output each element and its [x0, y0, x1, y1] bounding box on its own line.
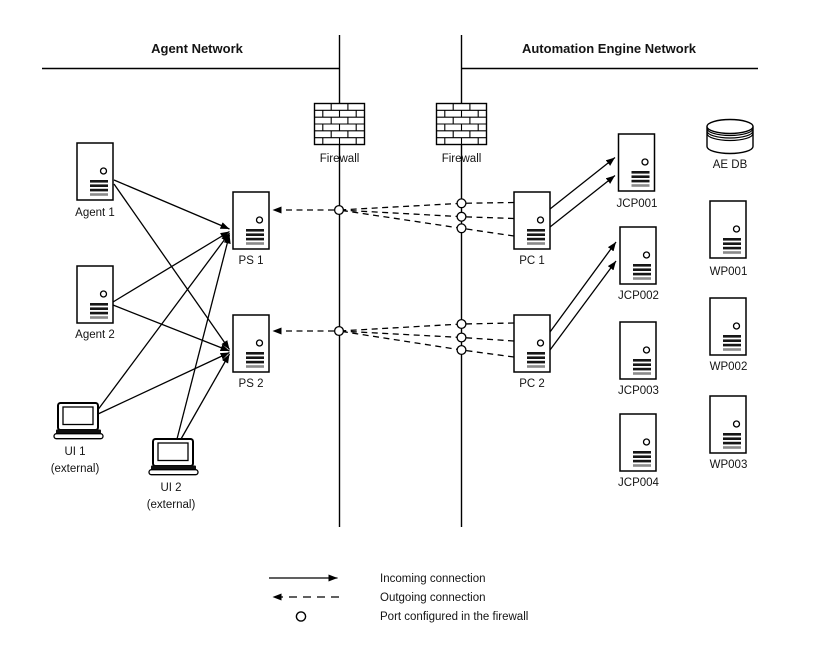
fw2-port-icon — [456, 318, 467, 330]
node-wp003: WP003 — [709, 395, 748, 471]
database-icon-disks — [706, 128, 754, 142]
node-wp003-label: WP003 — [710, 459, 748, 471]
firewall-2-label: Firewall — [442, 153, 482, 165]
fw2-port-icon — [456, 198, 467, 209]
server-icon — [709, 395, 747, 454]
legend-outgoing-label: Outgoing connection — [380, 592, 486, 604]
node-ps1-label: PS 1 — [239, 255, 264, 267]
node-ui2-label: UI 2 — [160, 482, 181, 494]
server-icon — [619, 413, 657, 472]
fw2-port-icon — [456, 211, 467, 222]
node-agent2-label: Agent 2 — [75, 329, 115, 341]
node-pc1-label: PC 1 — [519, 255, 545, 267]
node-agent1-label: Agent 1 — [75, 207, 115, 219]
edge-agent2-ps1 — [112, 230, 230, 303]
node-wp002-label: WP002 — [710, 361, 748, 373]
server-icon — [76, 142, 114, 201]
edge-pc1-fw-port3 — [338, 209, 515, 237]
node-wp002: WP002 — [709, 297, 748, 373]
automation-engine-network-title: Automation Engine Network — [522, 41, 697, 56]
node-jcp002: JCP002 — [618, 226, 659, 302]
edge-agent2-ps2 — [112, 304, 230, 352]
legend-port-icon — [295, 611, 307, 622]
outgoing-connections — [272, 201, 515, 358]
edge-ui2-ps1 — [176, 234, 231, 440]
laptop-icon — [148, 438, 199, 476]
node-wp001-label: WP001 — [710, 266, 748, 278]
incoming-connections — [96, 156, 617, 440]
server-icon — [232, 191, 270, 250]
node-jcp001: JCP001 — [617, 133, 658, 210]
node-pc1: PC 1 — [513, 191, 551, 267]
edge-agent1-ps1 — [113, 179, 230, 230]
node-wp001: WP001 — [709, 200, 748, 278]
legend: Incoming connection Outgoing connection … — [269, 573, 528, 623]
fw2-port-icon — [456, 223, 467, 234]
node-ui1-sublabel: (external) — [51, 463, 100, 475]
node-jcp003-label: JCP003 — [618, 385, 659, 397]
node-ui1-label: UI 1 — [64, 446, 85, 458]
node-ui2: UI 2 (external) — [147, 438, 199, 511]
edge-ui1-ps1 — [96, 232, 231, 412]
server-icon — [76, 265, 114, 324]
node-jcp002-label: JCP002 — [618, 290, 659, 302]
agent-network-title: Agent Network — [151, 41, 244, 56]
node-ui1: UI 1 (external) — [51, 402, 104, 475]
node-ps1: PS 1 — [232, 191, 270, 267]
edge-pc2-fw-port3 — [338, 330, 515, 358]
node-ps2-label: PS 2 — [239, 378, 264, 390]
node-pc2-label: PC 2 — [519, 378, 545, 390]
node-agent2: Agent 2 — [75, 265, 115, 341]
edge-pc2-fw-port2 — [338, 330, 515, 342]
node-aedb-label: AE DB — [713, 159, 748, 171]
node-ui2-sublabel: (external) — [147, 499, 196, 511]
server-icon — [619, 226, 657, 285]
fw2-port-icon — [456, 344, 467, 356]
edge-pc1-jcp001-a — [549, 156, 616, 210]
legend-port-label: Port configured in the firewall — [380, 611, 528, 623]
node-aedb: AE DB — [706, 118, 754, 171]
node-jcp004-label: JCP004 — [618, 477, 660, 489]
edge-pc2-jcp002-b — [549, 260, 617, 351]
server-icon — [709, 200, 747, 259]
firewall-2: Firewall — [435, 102, 488, 165]
edge-pc2-fw-port1 — [338, 322, 515, 332]
server-icon — [619, 321, 657, 380]
fw2-port-icon — [456, 332, 467, 343]
database-icon-top — [706, 118, 754, 135]
zone-headers: Agent Network Automation Engine Network — [42, 41, 758, 70]
server-icon — [513, 191, 551, 250]
firewall-ports — [333, 198, 467, 356]
server-icon — [232, 314, 270, 373]
node-jcp001-label: JCP001 — [617, 198, 658, 210]
edge-ui1-ps2 — [97, 351, 230, 415]
legend-incoming-label: Incoming connection — [380, 573, 485, 585]
node-jcp004: JCP004 — [618, 413, 660, 489]
firewall-1: Firewall — [313, 102, 366, 165]
node-jcp003: JCP003 — [618, 321, 659, 397]
node-agent1: Agent 1 — [75, 142, 115, 219]
server-icon — [617, 133, 656, 192]
edge-pc1-jcp001-b — [549, 174, 616, 228]
firewall-icon — [313, 102, 366, 146]
edge-pc2-jcp002-a — [549, 241, 617, 333]
laptop-icon — [53, 402, 104, 440]
edge-ui2-ps2 — [180, 353, 231, 440]
fw1-port-icon — [333, 204, 345, 216]
firewall-icon — [435, 102, 488, 146]
server-icon — [513, 314, 551, 373]
firewall-1-label: Firewall — [320, 153, 360, 165]
server-icon — [709, 297, 747, 356]
edge-pc1-fw-port1 — [338, 201, 515, 211]
fw1-port-icon — [333, 325, 345, 337]
node-ps2: PS 2 — [232, 314, 270, 390]
node-pc2: PC 2 — [513, 314, 551, 390]
